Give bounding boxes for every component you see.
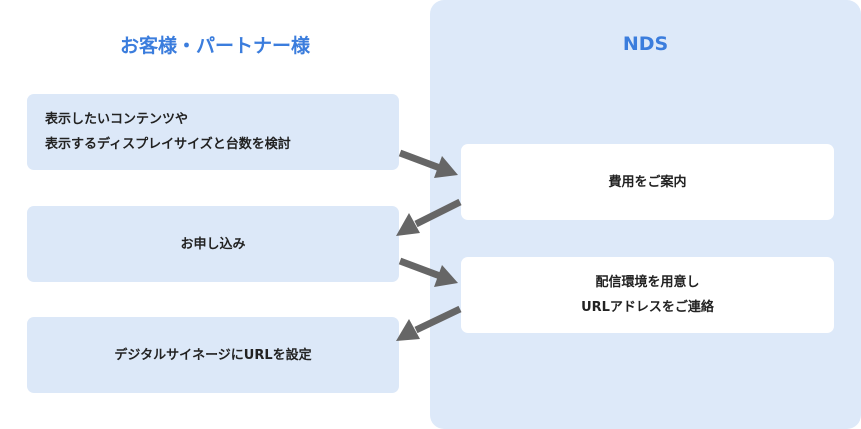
- step-text-line: 費用をご案内: [608, 174, 687, 190]
- arrow-consider-to-cost: [398, 149, 442, 172]
- arrow-application-to-prepare: [398, 257, 442, 280]
- arrow-prepare-to-set: [414, 305, 462, 334]
- arrowhead-prepare-to-set: [396, 319, 420, 341]
- step-consider-content: 表示したいコンテンツや 表示するディスプレイサイズと台数を検討: [27, 94, 399, 170]
- step-set-url: デジタルサイネージにURLを設定: [27, 317, 399, 393]
- step-text-line: お申し込み: [180, 236, 246, 252]
- arrowhead-application-to-prepare: [434, 265, 458, 287]
- arrow-cost-to-application: [414, 198, 462, 228]
- step-application: お申し込み: [27, 206, 399, 282]
- arrowhead-consider-to-cost: [434, 156, 458, 178]
- step-text-line: 配信環境を用意し: [595, 275, 700, 290]
- step-prepare-url: 配信環境を用意し URLアドレスをご連絡: [461, 257, 834, 333]
- arrowhead-cost-to-application: [396, 213, 420, 236]
- nds-lane-title: NDS: [622, 33, 669, 55]
- step-text-line: 表示したいコンテンツや: [45, 112, 189, 127]
- step-text-line: デジタルサイネージにURLを設定: [114, 347, 312, 363]
- step-text-line: 表示するディスプレイサイズと台数を検討: [45, 137, 291, 152]
- customer-lane-title: お客様・パートナー様: [119, 34, 310, 57]
- step-text-line: URLアドレスをご連絡: [581, 300, 714, 315]
- step-cost-guidance: 費用をご案内: [461, 144, 834, 220]
